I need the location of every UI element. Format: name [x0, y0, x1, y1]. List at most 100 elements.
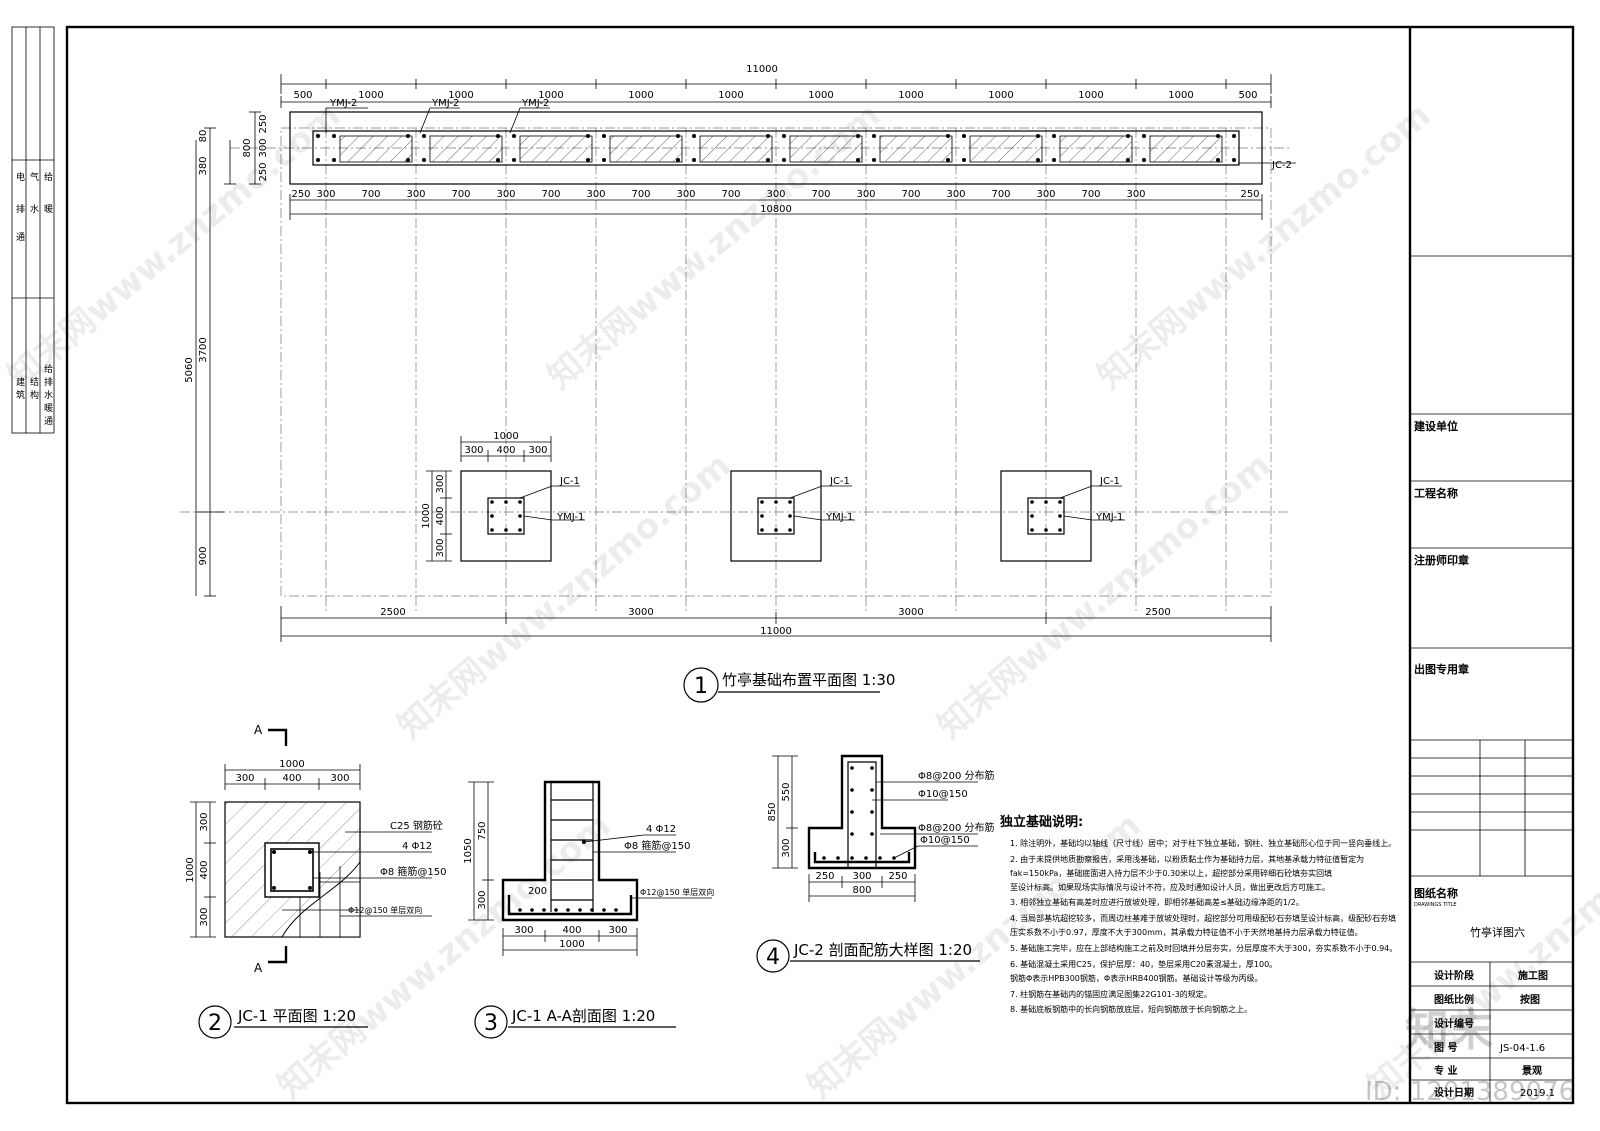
strip-upper-6: 暖 — [44, 203, 53, 215]
beam-dim-12: 300 — [766, 189, 785, 200]
plan3-index: 3 — [484, 1011, 498, 1036]
top-dim-11: 1000 — [1168, 90, 1193, 101]
plan2-index: 2 — [208, 1011, 222, 1036]
tb-row-1-val: 施工图 — [1518, 969, 1548, 982]
out-seal-label: 出图专用章 — [1414, 662, 1469, 676]
jc2-label-dist-1: Φ8@200 分布筋 — [918, 769, 995, 782]
left-total-dim: 5060 — [184, 357, 195, 382]
tb-row-2-key: 图纸比例 — [1434, 993, 1474, 1006]
top-dim-2: 1000 — [358, 90, 383, 101]
bottom-dim-1: 2500 — [380, 607, 405, 618]
strip-lower-4: 构 — [30, 389, 39, 401]
pad-footing-1 — [460, 470, 552, 562]
jc2-sec-dim-bot-1: 250 — [815, 871, 834, 882]
plan2-index-circle — [198, 1005, 232, 1039]
left-dim-80: 80 — [198, 130, 209, 143]
jc1-sec-dim-300: 300 — [477, 890, 488, 909]
note-line-11: 7. 柱钢筋在基础内的锚固应满足图集22G101-3的规定。 — [1010, 989, 1212, 999]
top-dim-chain: 11000 500 1000 1000 1000 1000 1000 1000 … — [280, 64, 1272, 108]
pad-dim-left-1: 300 — [435, 474, 446, 493]
jc1-sec-label-stirrup: Φ8 箍筋@150 — [624, 839, 691, 852]
tb-row-1-key: 设计阶段 — [1434, 969, 1474, 982]
beam-total-dim: 10800 — [760, 204, 792, 215]
foundation-notes: 独立基础说明: 1. 除注明外，基础均以轴线（尺寸线）居中；对于柱下独立基础，钢… — [1000, 814, 1397, 1014]
plan3-title: JC-1 A-A剖面图 1:20 — [511, 1007, 655, 1025]
jc2-sec-dim-550: 550 — [781, 782, 792, 801]
bottom-dim-4: 2500 — [1145, 607, 1170, 618]
strip-lower-1: 建 — [16, 376, 25, 388]
strip-upper-3: 给 — [44, 171, 53, 183]
strip-lower-3: 结 — [30, 376, 39, 388]
drawing-name: 竹亭详图六 — [1470, 925, 1525, 939]
beam-dim-7: 700 — [541, 189, 560, 200]
left-dim-3700: 3700 — [198, 337, 209, 362]
top-dim-7: 1000 — [808, 90, 833, 101]
jc1-sec-dim-bot-total: 1000 — [559, 939, 584, 950]
top-total-dim: 11000 — [746, 64, 778, 75]
left-signature-strip: 电 气 给 排 水 暖 通 建 筑 结 构 给 排 水 暖 通 — [11, 26, 55, 434]
note-line-9: 6. 基础混凝土采用C25，保护层厚：40，垫层采用C20素混凝土，厚100。 — [1010, 959, 1277, 969]
strip-lower-5: 给 — [44, 363, 53, 375]
jc1-section: 1050 750 300 200 300 400 300 1000 4 Φ12 … — [463, 780, 714, 1039]
jc1-sec-dim-200: 200 — [528, 886, 547, 897]
beam-dim-9: 700 — [631, 189, 650, 200]
pad-dim-top-total: 1000 — [493, 431, 518, 442]
note-line-5: 3. 相邻独立基础有高差时应进行放坡处理，即相邻基础高差≤基础边缘净距的1/2。 — [1010, 897, 1304, 907]
plan1-title: 竹亭基础布置平面图 1:30 — [722, 671, 895, 689]
jc2-section: 850 550 300 250 300 250 800 Φ8@200 分布筋 Φ… — [756, 754, 995, 973]
plan4-index-circle — [756, 939, 790, 973]
jc1-sec-dim-bot-2: 400 — [562, 925, 581, 936]
jc1-sec-label-bars: 4 Φ12 — [646, 824, 676, 835]
pad-footing-3 — [1000, 470, 1092, 562]
jc1-sec-label-mesh: Φ12@150 单层双向 — [640, 887, 714, 897]
hatched-panels — [339, 135, 1223, 163]
beam-dim-21: 250 — [1240, 189, 1259, 200]
top-dim-10: 1000 — [1078, 90, 1103, 101]
anchor-bolts-ymj2 — [316, 134, 1236, 162]
pad-dim-top-2: 400 — [496, 445, 515, 456]
plan4-index: 4 — [766, 945, 780, 970]
jc1-sec-dim-total: 1050 — [463, 838, 474, 863]
title-block: 建设单位 工程名称 注册师印章 出图专用章 图纸名称 DRAWINGS TITL… — [1410, 255, 1573, 1103]
jc2-sec-dim-total: 850 — [767, 802, 778, 821]
jc1-sec-dim-bot-1: 300 — [514, 925, 533, 936]
pad-dims: 1000 300 400 300 1000 300 400 300 — [421, 431, 552, 562]
left-dim-380: 380 — [198, 156, 209, 175]
owner-label: 建设单位 — [1414, 419, 1458, 433]
strip-lower-8: 暖 — [44, 402, 53, 414]
jc2-sec-dim-bot-total: 800 — [852, 885, 871, 896]
beam-dim-6: 300 — [496, 189, 515, 200]
ymj1-label-2: YMJ-1 — [825, 512, 853, 523]
jc1-label-3: JC-1 — [1099, 476, 1120, 487]
beam-dim-17: 700 — [991, 189, 1010, 200]
plan1-index: 1 — [694, 674, 708, 699]
top-dim-4: 1000 — [538, 90, 563, 101]
strip-lower-9: 通 — [44, 416, 53, 427]
pad-dim-left-3: 300 — [435, 538, 446, 557]
note-line-10: 钢筋Φ表示HPB300钢筋，Φ表示HRB400钢筋。基础设计等级为丙级。 — [1010, 973, 1263, 983]
strip-lower-7: 水 — [44, 389, 53, 401]
beam-dim-11: 700 — [721, 189, 740, 200]
beam-dim-5: 700 — [451, 189, 470, 200]
tb-row-4-key: 图 号 — [1434, 1042, 1457, 1054]
beam-dim-1: 250 — [291, 189, 310, 200]
plan3-index-circle — [474, 1005, 508, 1039]
ymj2-label-3: YMJ-2 — [521, 98, 549, 109]
beam-dim-13: 700 — [811, 189, 830, 200]
pad-dim-top-1: 300 — [464, 445, 483, 456]
bottom-dim-3: 3000 — [898, 607, 923, 618]
tb-row-4-val: JS-04-1.6 — [1499, 1043, 1545, 1054]
beam-dim-3: 700 — [361, 189, 380, 200]
pad-dim-top-3: 300 — [528, 445, 547, 456]
jc1-plan-dim-left-1: 300 — [199, 812, 210, 831]
jc1-plan-label-stirrup: Φ8 箍筋@150 — [380, 865, 447, 878]
ymj1-label-1: YMJ-1 — [556, 512, 584, 523]
tb-row-6-key: 设计日期 — [1434, 1086, 1474, 1099]
tb-row-5-key: 专 业 — [1434, 1064, 1457, 1077]
beam-dim-8: 300 — [586, 189, 605, 200]
jc2-label-bar-1: Φ10@150 — [918, 789, 968, 800]
left-dim-chain: 80 250 300 250 800 380 3700 900 5060 — [184, 111, 269, 597]
strip-upper-4: 排 — [16, 203, 25, 215]
jc2-sec-dim-bot-3: 250 — [888, 871, 907, 882]
bottom-total-dim: 11000 — [760, 626, 792, 637]
